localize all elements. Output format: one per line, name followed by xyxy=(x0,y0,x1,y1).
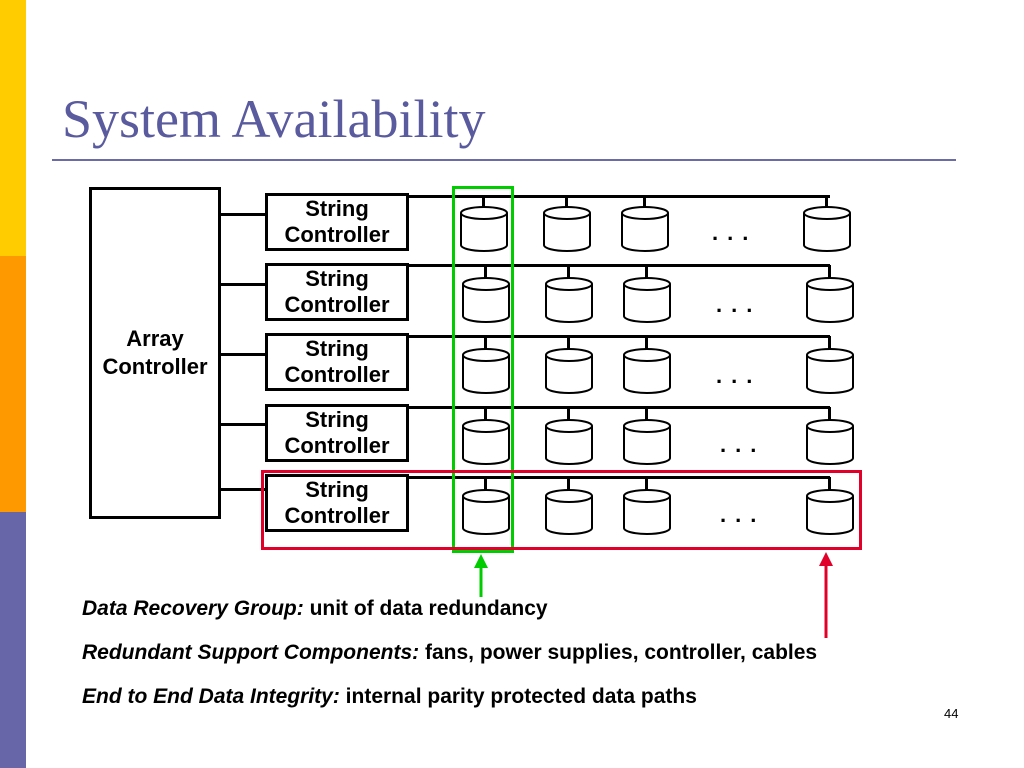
string-bus-1 xyxy=(409,195,830,198)
disk-tap xyxy=(828,477,831,493)
disk-tap xyxy=(565,196,568,210)
accent-band-orange xyxy=(0,256,26,512)
disk-icon xyxy=(621,206,669,252)
disk-tap xyxy=(484,336,487,352)
disk-tap xyxy=(482,196,485,210)
disk-icon xyxy=(806,348,854,394)
disk-icon xyxy=(545,348,593,394)
disk-tap xyxy=(645,407,648,423)
disk-tap xyxy=(828,336,831,352)
disk-icon xyxy=(545,489,593,535)
string-controller-4: String Controller xyxy=(265,404,409,462)
disk-tap xyxy=(567,407,570,423)
more-disks-ellipsis: ... xyxy=(716,292,762,317)
more-disks-ellipsis: ... xyxy=(720,502,766,527)
disk-tap xyxy=(484,477,487,493)
line-term: Data Recovery Group: xyxy=(82,597,304,620)
title-underline xyxy=(52,159,956,161)
string-bus-2 xyxy=(409,264,830,267)
line-term: End to End Data Integrity: xyxy=(82,685,340,708)
disk-tap xyxy=(645,477,648,493)
disk-icon xyxy=(462,348,510,394)
line-term: Redundant Support Components: xyxy=(82,641,420,664)
array-link-2 xyxy=(221,283,265,286)
disk-icon xyxy=(545,277,593,323)
disk-icon xyxy=(623,489,671,535)
disk-tap xyxy=(645,336,648,352)
disk-tap xyxy=(828,407,831,423)
string-controller-1: String Controller xyxy=(265,193,409,251)
data-recovery-group-line: Data Recovery Group: unit of data redund… xyxy=(82,597,548,621)
redundant-support-line: Redundant Support Components: fans, powe… xyxy=(82,641,817,665)
line-description: unit of data redundancy xyxy=(303,597,548,620)
disk-icon xyxy=(543,206,591,252)
accent-band-yellow xyxy=(0,0,26,256)
array-controller: Array Controller xyxy=(89,187,221,519)
disk-icon xyxy=(623,348,671,394)
disk-icon xyxy=(806,489,854,535)
disk-icon xyxy=(462,419,510,465)
string-bus-3 xyxy=(409,335,830,338)
data-integrity-line: End to End Data Integrity: internal pari… xyxy=(82,685,697,709)
more-disks-ellipsis: ... xyxy=(720,432,766,457)
more-disks-ellipsis: ... xyxy=(712,220,758,245)
string-bus-4 xyxy=(409,406,830,409)
support-arrowhead xyxy=(819,552,833,566)
disk-tap xyxy=(567,265,570,281)
page-number: 44 xyxy=(944,706,959,721)
disk-tap xyxy=(825,196,828,210)
more-disks-ellipsis: ... xyxy=(716,363,762,388)
disk-icon xyxy=(803,206,851,252)
disk-icon xyxy=(623,419,671,465)
line-description: internal parity protected data paths xyxy=(339,685,697,708)
array-link-3 xyxy=(221,353,265,356)
recovery-group-arrowhead xyxy=(474,554,488,568)
line-description: fans, power supplies, controller, cables xyxy=(419,641,818,664)
disk-tap xyxy=(484,265,487,281)
disk-icon xyxy=(623,277,671,323)
accent-band-blue xyxy=(0,512,26,768)
disk-icon xyxy=(462,277,510,323)
array-link-1 xyxy=(221,213,265,216)
disk-tap xyxy=(484,407,487,423)
disk-tap xyxy=(828,265,831,281)
disk-tap xyxy=(645,265,648,281)
disk-icon xyxy=(545,419,593,465)
string-bus-5 xyxy=(409,476,830,479)
disk-tap xyxy=(643,196,646,210)
string-controller-2: String Controller xyxy=(265,263,409,321)
string-controller-5: String Controller xyxy=(265,474,409,532)
string-controller-3: String Controller xyxy=(265,333,409,391)
array-link-4 xyxy=(221,423,265,426)
redundant-support-highlight xyxy=(261,470,862,550)
slide-title: System Availability xyxy=(62,89,486,149)
disk-icon xyxy=(462,489,510,535)
disk-tap xyxy=(567,336,570,352)
disk-icon xyxy=(460,206,508,252)
array-link-5 xyxy=(221,488,265,491)
disk-tap xyxy=(567,477,570,493)
data-recovery-group-highlight xyxy=(452,186,514,553)
disk-icon xyxy=(806,277,854,323)
disk-icon xyxy=(806,419,854,465)
